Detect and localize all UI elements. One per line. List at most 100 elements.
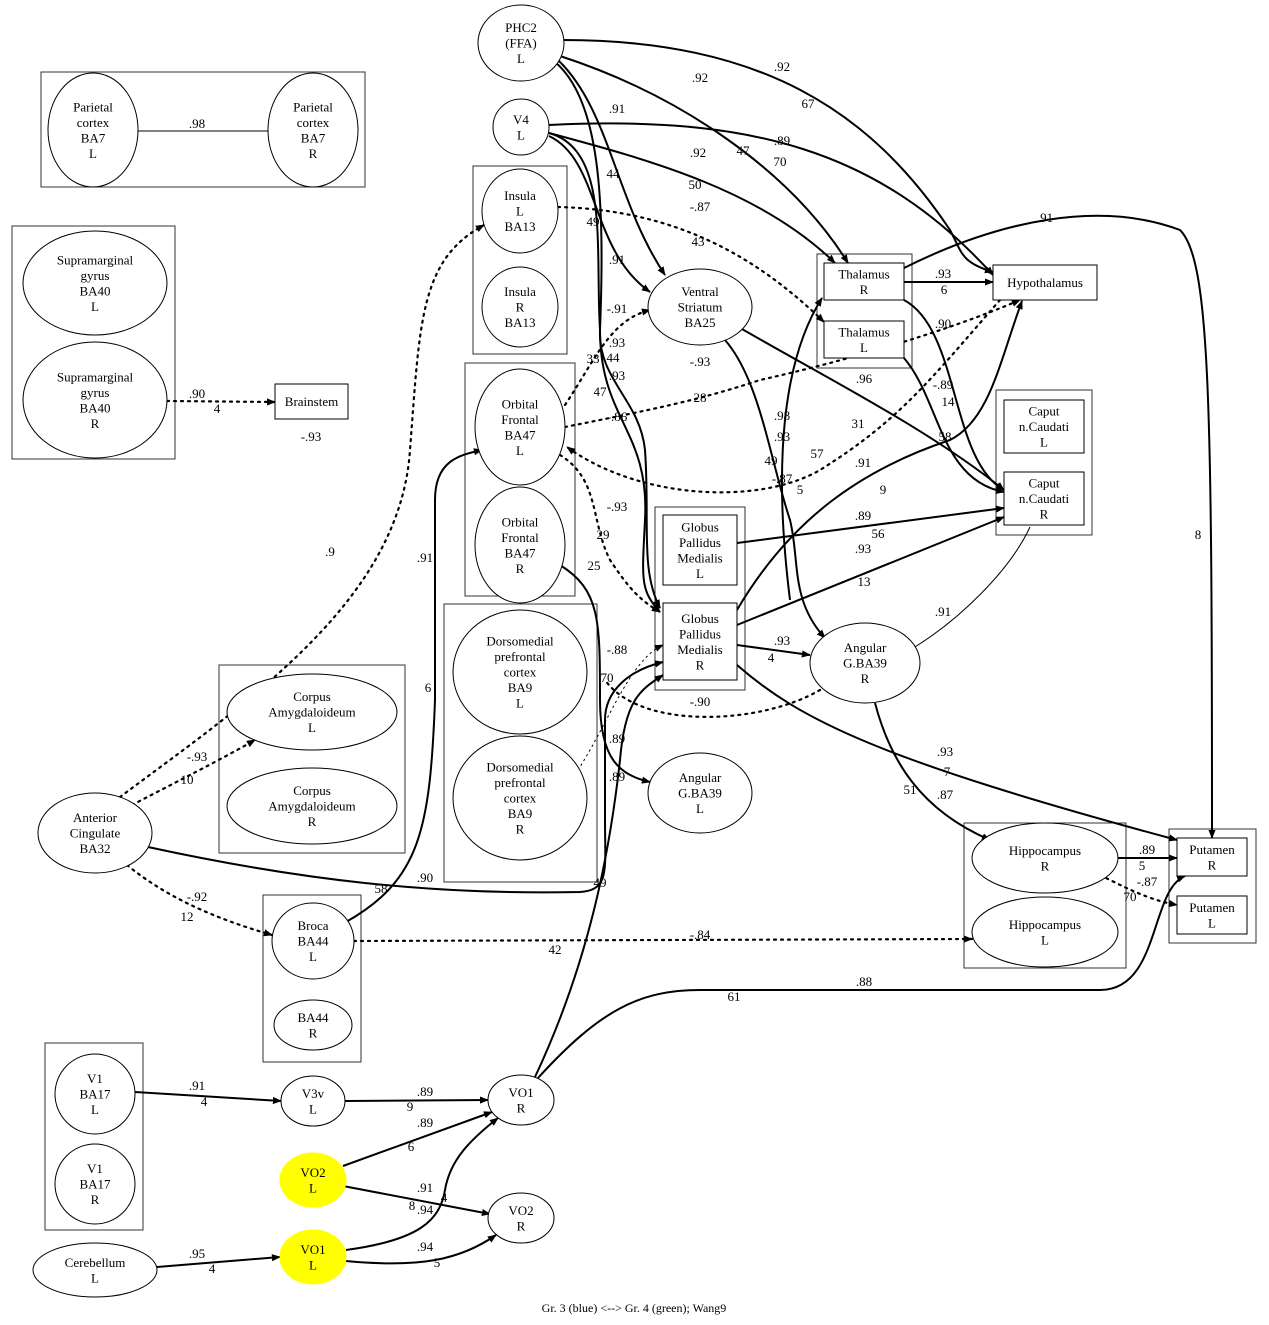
node-label: R [309, 1025, 318, 1040]
node-label: R [517, 1218, 526, 1233]
node-label: VO1 [300, 1242, 325, 1257]
node-shape [22, 230, 168, 336]
edge-label: 67 [802, 96, 816, 111]
node-label: BA7 [301, 130, 326, 145]
edge-angular-R-to-thal-R [780, 297, 823, 601]
edge-label: .93 [937, 744, 953, 759]
node-brainstem[interactable]: Brainstem [274, 383, 349, 420]
node-label: Dorsomedial [486, 634, 554, 649]
node-label: L [860, 340, 868, 355]
edge-label: .88 [856, 974, 872, 989]
edge-vo1-L-to-vo1-R [345, 1117, 499, 1251]
node-label: BA44 [297, 1010, 329, 1025]
node-shape [477, 4, 565, 82]
edge-ofc-L-to-globus-R [558, 453, 662, 614]
node-label: BA13 [504, 315, 535, 330]
edge-hippo-R-to-putamen-L [1098, 873, 1179, 908]
node-label: Broca [297, 918, 328, 933]
node-label: Putamen [1189, 900, 1235, 915]
node-label: Insula [504, 188, 536, 203]
node-label: Amygdaloideum [268, 799, 355, 814]
node-label: cortex [504, 665, 537, 680]
node-label: Ventral [681, 284, 719, 299]
edge-label: .91 [1037, 210, 1053, 225]
node-label: Parietal [73, 99, 113, 114]
node-shape [279, 1229, 347, 1285]
edge-label: 44 [607, 350, 621, 365]
node-shape [662, 602, 738, 681]
node-label: Thalamus [838, 324, 889, 339]
edge-label: .93 [935, 266, 951, 281]
node-label: L [308, 720, 316, 735]
node-label: Anterior [73, 810, 118, 825]
edge-label: -.87 [1137, 874, 1158, 889]
node-shape [267, 72, 359, 188]
node-label: R [308, 814, 317, 829]
node-phc2[interactable]: PHC2(FFA)L [477, 4, 565, 82]
node-label: L [517, 127, 525, 142]
edge-vo1-L-to-vo2-R [345, 1234, 497, 1265]
edge-label: 29 [597, 527, 610, 542]
edge-label: 31 [852, 416, 865, 431]
cluster-box [443, 603, 598, 883]
node-shape [474, 486, 566, 604]
node-shape [971, 822, 1119, 894]
edge-globus-R-to-putamen-R [736, 664, 1178, 842]
node-label: Globus [681, 611, 719, 626]
edge-label: -.91 [607, 301, 628, 316]
node-label: BA25 [684, 315, 715, 330]
edge-label: .91 [609, 252, 625, 267]
node-label: R [860, 282, 869, 297]
edge-label: .89 [1139, 842, 1155, 857]
node-label: cortex [504, 791, 537, 806]
node-shape [452, 735, 588, 861]
edge-label: -.93 [301, 429, 322, 444]
node-v4[interactable]: V4L [492, 98, 550, 156]
edge-label: .91 [935, 604, 951, 619]
node-label: L [516, 443, 524, 458]
node-hypothalamus[interactable]: Hypothalamus [992, 264, 1098, 301]
edge-label: .93 [774, 429, 790, 444]
edge-label: .89 [609, 769, 625, 784]
node-label: BA17 [79, 1177, 111, 1192]
node-layer: ParietalcortexBA7LParietalcortexBA7RSupr… [22, 4, 1248, 1298]
node-label: R [516, 822, 525, 837]
edge-v4-to-vstriatum [548, 135, 651, 293]
